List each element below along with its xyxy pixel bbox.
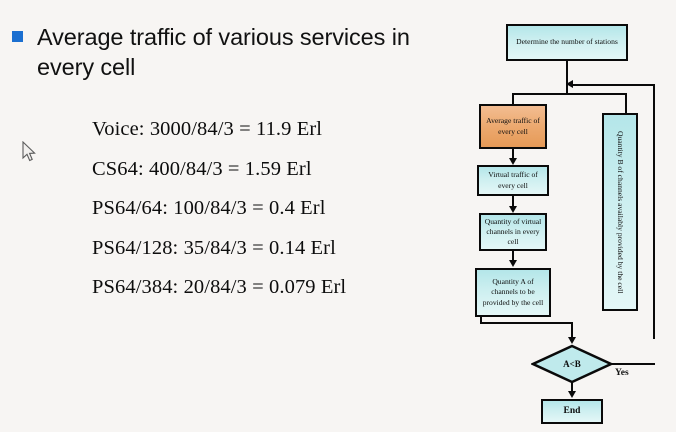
- flow-node-virtual-traffic[interactable]: Virtual traffic of every cell: [477, 165, 549, 196]
- flow-decision-a-less-than-b[interactable]: A<B: [531, 344, 613, 384]
- flow-node-average-traffic[interactable]: Average traffic of every cell: [479, 104, 547, 149]
- edge-channels-to-quantity-a: [512, 251, 514, 262]
- heading-bullet-row: Average traffic of various services in e…: [12, 22, 462, 82]
- edge-into-diamond-arrowhead: [567, 337, 576, 344]
- edge-feedback-riser: [653, 83, 655, 339]
- edge-into-diamond: [571, 322, 573, 338]
- mouse-pointer-icon: [22, 141, 36, 162]
- bullet-square-icon: [12, 31, 23, 42]
- formula-list: Voice: 3000/84/3 = 11.9 Erl CS64: 400/84…: [92, 118, 452, 316]
- edge-yes-branch: [610, 363, 655, 365]
- flow-node-virtual-channels[interactable]: Quantity of virtual channels in every ce…: [479, 213, 547, 251]
- edge-feedback-horizontal: [572, 83, 655, 86]
- formula-line-cs64: CS64: 400/84/3 = 1.59 Erl: [92, 157, 312, 180]
- formula-line-ps64-64: PS64/64: 100/84/3 = 0.4 Erl: [92, 197, 326, 219]
- edge-virtual-to-channels-arrowhead: [508, 206, 517, 213]
- edge-label-yes: Yes: [615, 368, 629, 378]
- edge-quantity-a-drop: [480, 317, 482, 324]
- edge-feedback-arrowhead: [566, 80, 573, 88]
- page-title: Average traffic of various services in e…: [37, 24, 410, 81]
- formula-line-ps64-384: PS64/384: 20/84/3 = 0.079 Erl: [92, 276, 347, 298]
- edge-channels-to-quantity-a-arrowhead: [508, 260, 517, 267]
- flow-node-end[interactable]: End: [541, 399, 603, 424]
- edge-diamond-to-end-arrowhead: [567, 391, 576, 398]
- edge-virtual-to-channels: [512, 196, 514, 207]
- edge-split-bar: [512, 93, 627, 95]
- formula-line-voice: Voice: 3000/84/3 = 11.9 Erl: [92, 118, 323, 140]
- edge-quantity-a-to-diamond: [480, 322, 573, 324]
- formula-line-ps64-128: PS64/128: 35/84/3 = 0.14 Erl: [92, 236, 336, 259]
- flow-node-determine-stations[interactable]: Determine the number of stations: [506, 24, 628, 61]
- decision-label: A<B: [563, 359, 581, 369]
- edge-determine-to-split: [566, 61, 568, 93]
- flowchart: Determine the number of stations Average…: [455, 10, 676, 432]
- edge-average-to-virtual-arrowhead: [508, 158, 517, 165]
- edge-split-left-drop: [512, 93, 514, 104]
- flow-node-quantity-a[interactable]: Quantity A of channels to be provided by…: [475, 268, 551, 317]
- flow-node-quantity-b[interactable]: Quantity B of channels availably provide…: [602, 113, 638, 311]
- edge-average-to-virtual: [512, 149, 514, 159]
- edge-diamond-to-end: [571, 382, 573, 392]
